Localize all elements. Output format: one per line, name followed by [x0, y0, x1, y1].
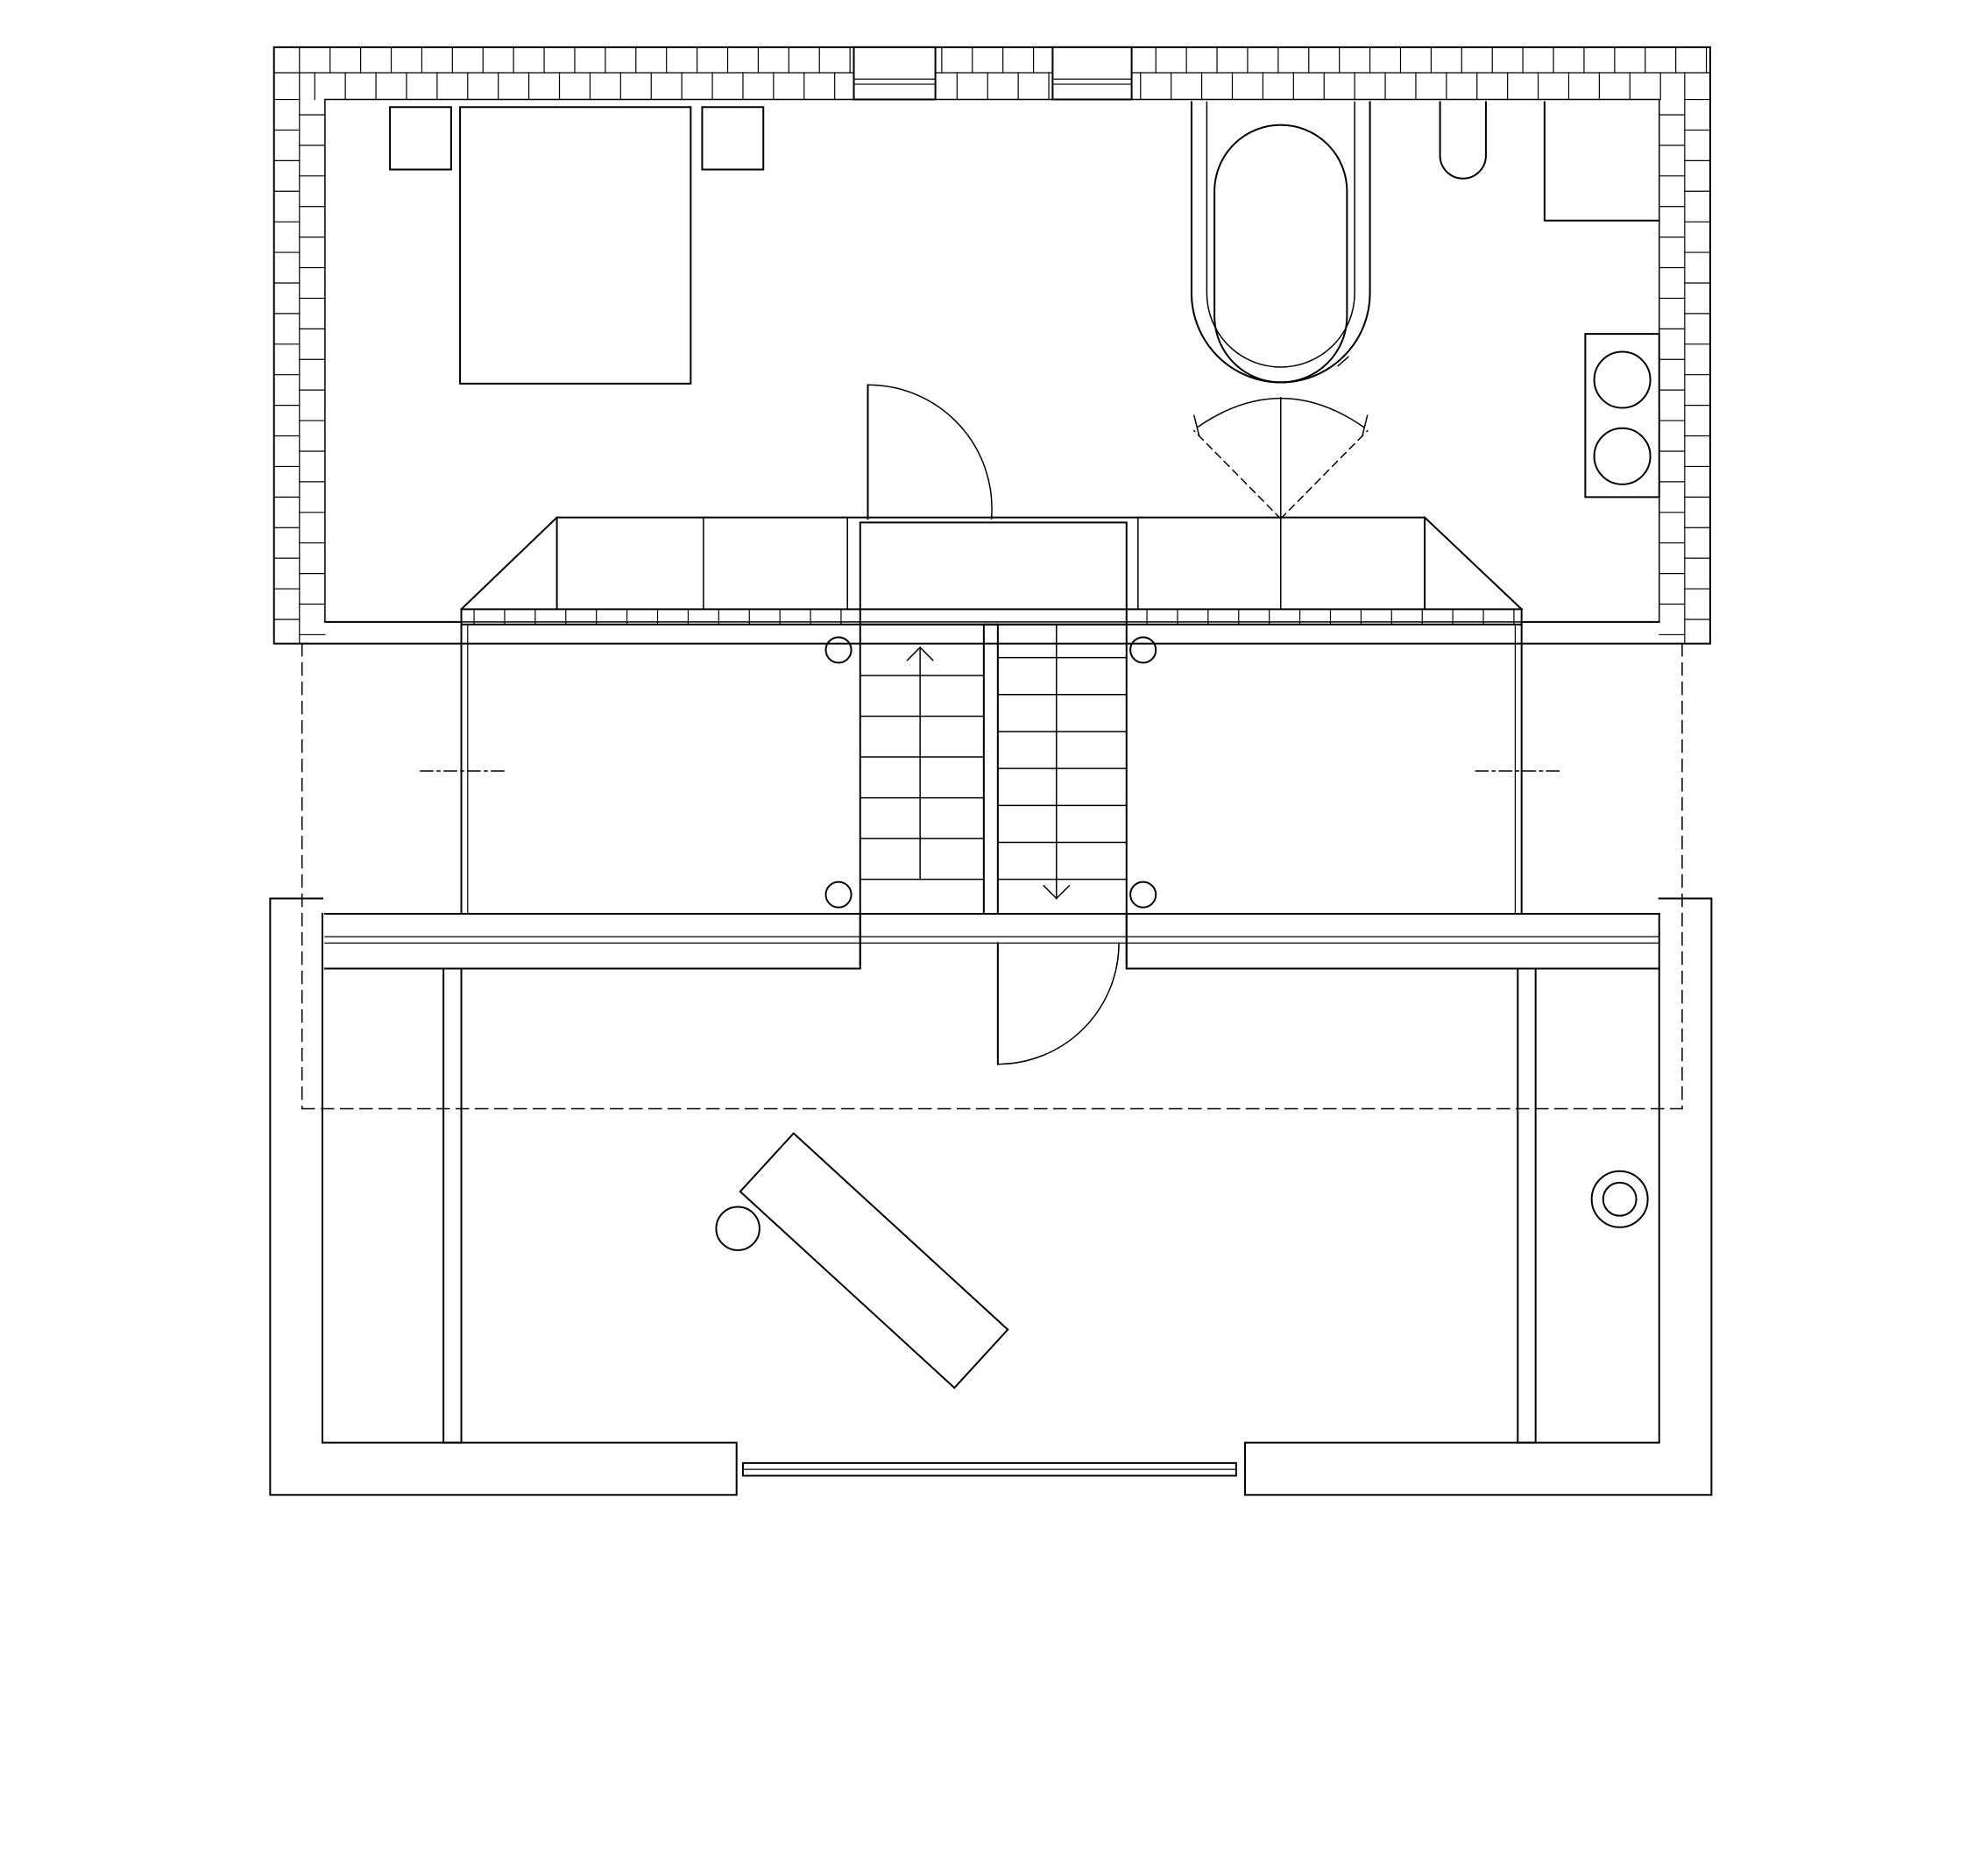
- landing-walls: [325, 609, 1659, 965]
- study-walls: [270, 899, 1711, 1496]
- stair-down: [998, 625, 1127, 899]
- round-stool: [716, 1206, 759, 1249]
- nightstand-right: [702, 107, 763, 169]
- round-fixture: [1592, 1171, 1648, 1227]
- toilet: [1440, 102, 1486, 178]
- column-1: [826, 637, 852, 662]
- column-3: [826, 882, 852, 908]
- closet-partition: [462, 518, 1522, 625]
- vanity-counter: [1545, 102, 1659, 220]
- top-window-left: [854, 47, 936, 100]
- bathroom-double-door: [1194, 398, 1368, 519]
- column-4: [1130, 882, 1156, 908]
- double-bed: [460, 107, 690, 384]
- bedroom-door: [868, 385, 993, 519]
- study-door: [998, 943, 1119, 1064]
- upper-brick-wall: [274, 47, 1710, 644]
- stair-up: [860, 625, 998, 914]
- angled-desk: [740, 1134, 1008, 1389]
- roof-overhang-dashed: [302, 644, 1682, 1109]
- top-window-right: [1052, 47, 1131, 100]
- bathtub: [1192, 102, 1370, 382]
- slab-band: [325, 914, 1659, 969]
- nightstand-left: [390, 107, 451, 169]
- double-sink: [1585, 334, 1659, 497]
- study-window: [743, 1463, 1236, 1476]
- column-2: [1130, 637, 1156, 662]
